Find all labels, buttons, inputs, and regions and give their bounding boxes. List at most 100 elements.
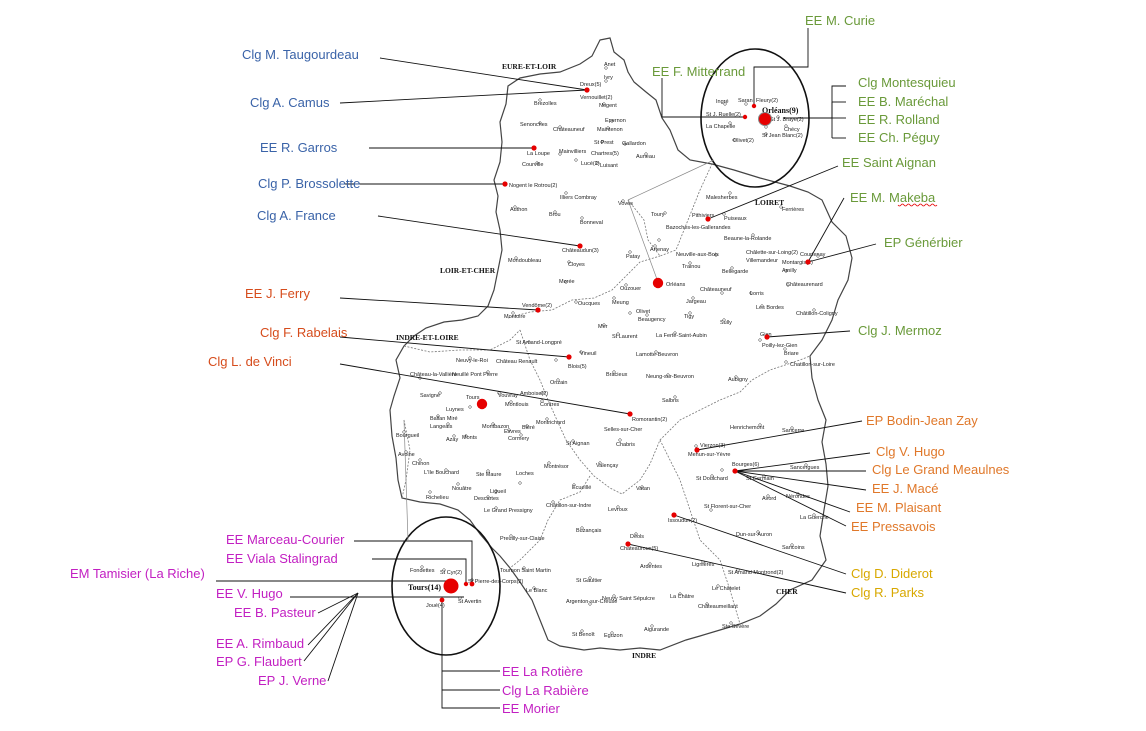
town-name: Anet xyxy=(604,62,616,68)
town-name: Esvres xyxy=(504,429,521,435)
town-name: Bléré xyxy=(522,425,535,431)
tours-zoom-line xyxy=(403,419,409,541)
town-name: Loches xyxy=(516,471,534,477)
town-name: Voves xyxy=(618,201,633,207)
spellcheck-underline xyxy=(897,203,938,207)
label-ee-ferry: EE J. Ferry xyxy=(245,286,311,301)
town-name: Brou xyxy=(549,212,561,218)
town-name: Châteaudun(3) xyxy=(562,248,599,254)
label-ee-viala: EE Viala Stalingrad xyxy=(226,551,338,566)
town-name: Valençay xyxy=(596,463,618,469)
label-ep-verne: EP J. Verne xyxy=(258,673,326,688)
town-name: Luynes xyxy=(446,407,464,413)
town-name: Onzain xyxy=(550,380,567,386)
town-name: Poilly-lez-Gien xyxy=(762,343,797,349)
town-name: Neuvy Saint Sépulcre xyxy=(602,596,655,602)
town-name: Ligueil xyxy=(490,489,506,495)
town-name: Toury xyxy=(651,212,665,218)
town-name: Avoine xyxy=(398,452,415,458)
town-name: La Loupe xyxy=(527,151,550,157)
town-name: St Doulchard xyxy=(696,476,728,482)
town-name: Bonneval xyxy=(580,220,603,226)
label-ep-genebrier: EP Générbier xyxy=(884,235,963,250)
label-em-tamisier: EM Tamisier (La Riche) xyxy=(70,566,205,581)
town-name: Chatillon-sur-Loire xyxy=(790,362,835,368)
labels-red: EE J. Ferry Clg F. Rabelais Clg L. de Vi… xyxy=(208,286,348,369)
label-clg-vinci: Clg L. de Vinci xyxy=(208,354,292,369)
town-name: St Gaultier xyxy=(576,578,602,584)
town-name: Château-la-Vallière xyxy=(410,372,457,378)
town-name: La Châtre xyxy=(670,594,694,600)
town-name: Chécy xyxy=(784,127,800,133)
town-name: Buzançais xyxy=(576,528,602,534)
town-name: Châtillon-Coligny xyxy=(796,311,838,317)
town-name: Vineuil xyxy=(580,351,596,357)
town-name: La Ferté-Saint-Aubin xyxy=(656,333,707,339)
town-name: Neuillé Pont Pierre xyxy=(452,372,498,378)
labels-orange: EP Bodin-Jean Zay Clg V. Hugo Clg Le Gra… xyxy=(851,413,1010,534)
town-name: Argenton-sur-Creuse xyxy=(566,599,617,605)
town-name: Bourgueil xyxy=(396,433,419,439)
town-name: Savigné xyxy=(420,393,440,399)
town-name: Lucé(2) xyxy=(581,161,600,167)
town-name: Vernouillet(2) xyxy=(580,95,613,101)
town-name: Montbazon xyxy=(482,424,509,430)
label-ee-curie: EE M. Curie xyxy=(805,13,875,28)
town-markers xyxy=(402,66,820,635)
label-ee-morier: EE Morier xyxy=(502,701,560,716)
town-name: Courville xyxy=(522,162,543,168)
town-name: Brezolles xyxy=(534,101,557,107)
town-name: Auneau xyxy=(636,154,655,160)
town-name: Le Blanc xyxy=(526,588,548,594)
town-name: Nouâtre xyxy=(452,486,472,492)
town-name: Bellegarde xyxy=(722,269,748,275)
labels-yellow: Clg D. Diderot Clg R. Parks xyxy=(851,566,933,600)
town-name: Authon xyxy=(510,207,527,213)
town-name: Montoire xyxy=(504,314,525,320)
label-ee-pressavois: EE Pressavois xyxy=(851,519,936,534)
town-name: Ouzouer xyxy=(620,286,641,292)
label-clg-parks: Clg R. Parks xyxy=(851,585,924,600)
label-ep-bodin: EP Bodin-Jean Zay xyxy=(866,413,978,428)
town-name: Sancergues xyxy=(790,465,820,471)
town-name: Ste Sévère xyxy=(722,624,749,630)
dept-indre-et-loire: INDRE-ET-LOIRE xyxy=(396,333,459,342)
town-name: Meung xyxy=(612,300,629,306)
town-name: St Aignan xyxy=(566,441,590,447)
label-clg-montesquieu: Clg Montesquieu xyxy=(858,75,956,90)
town-name: Bazoches-les-Gallerandes xyxy=(666,225,731,231)
orleans-zoom-line-2 xyxy=(627,199,659,283)
town-name: Vatan xyxy=(636,486,650,492)
town-name: La Chapelle xyxy=(706,124,735,130)
label-ee-marceau: EE Marceau-Courier xyxy=(226,532,345,547)
town-name: St Jean Blanc(2) xyxy=(762,133,803,139)
town-name: Jargeau xyxy=(686,299,706,305)
town-name: Beaune-la-Rolande xyxy=(724,236,771,242)
town-name: Cloyes xyxy=(568,262,585,268)
town-name: Vierzon(3) xyxy=(700,443,725,449)
town-name: Ardentes xyxy=(640,564,662,570)
city-orleans: Orléans(9) xyxy=(762,106,799,115)
label-ee-makeba: EE M. Makeba xyxy=(850,190,936,205)
label-ee-marechal: EE B. Maréchal xyxy=(858,94,948,109)
town-name: Châteaurenard xyxy=(786,282,823,288)
town-name: Neuville-aux-Bois xyxy=(676,252,719,258)
label-clg-camus: Clg A. Camus xyxy=(250,95,330,110)
label-clg-mermoz: Clg J. Mermoz xyxy=(858,323,942,338)
town-name: Preuilly-sur-Claise xyxy=(500,536,545,542)
town-name: Joué(4) xyxy=(426,603,445,609)
town-name: Issoudun(2) xyxy=(668,518,697,524)
town-name: St Pierre-des-Corps(2) xyxy=(468,579,523,585)
town-name: Châteauroux(5) xyxy=(620,546,658,552)
town-name: Lorris xyxy=(750,291,764,297)
town-name: Villemandeur xyxy=(746,258,778,264)
label-clg-france: Clg A. France xyxy=(257,208,336,223)
dept-indre: INDRE xyxy=(632,651,656,660)
leader-lines xyxy=(216,28,877,709)
labels-magenta: EE Marceau-Courier EE Viala Stalingrad E… xyxy=(70,532,589,716)
town-name: Ecueillé xyxy=(572,485,591,491)
label-clg-diderot: Clg D. Diderot xyxy=(851,566,933,581)
town-name: Gallardon xyxy=(622,141,646,147)
city-tours: Tours(14) xyxy=(408,583,441,592)
